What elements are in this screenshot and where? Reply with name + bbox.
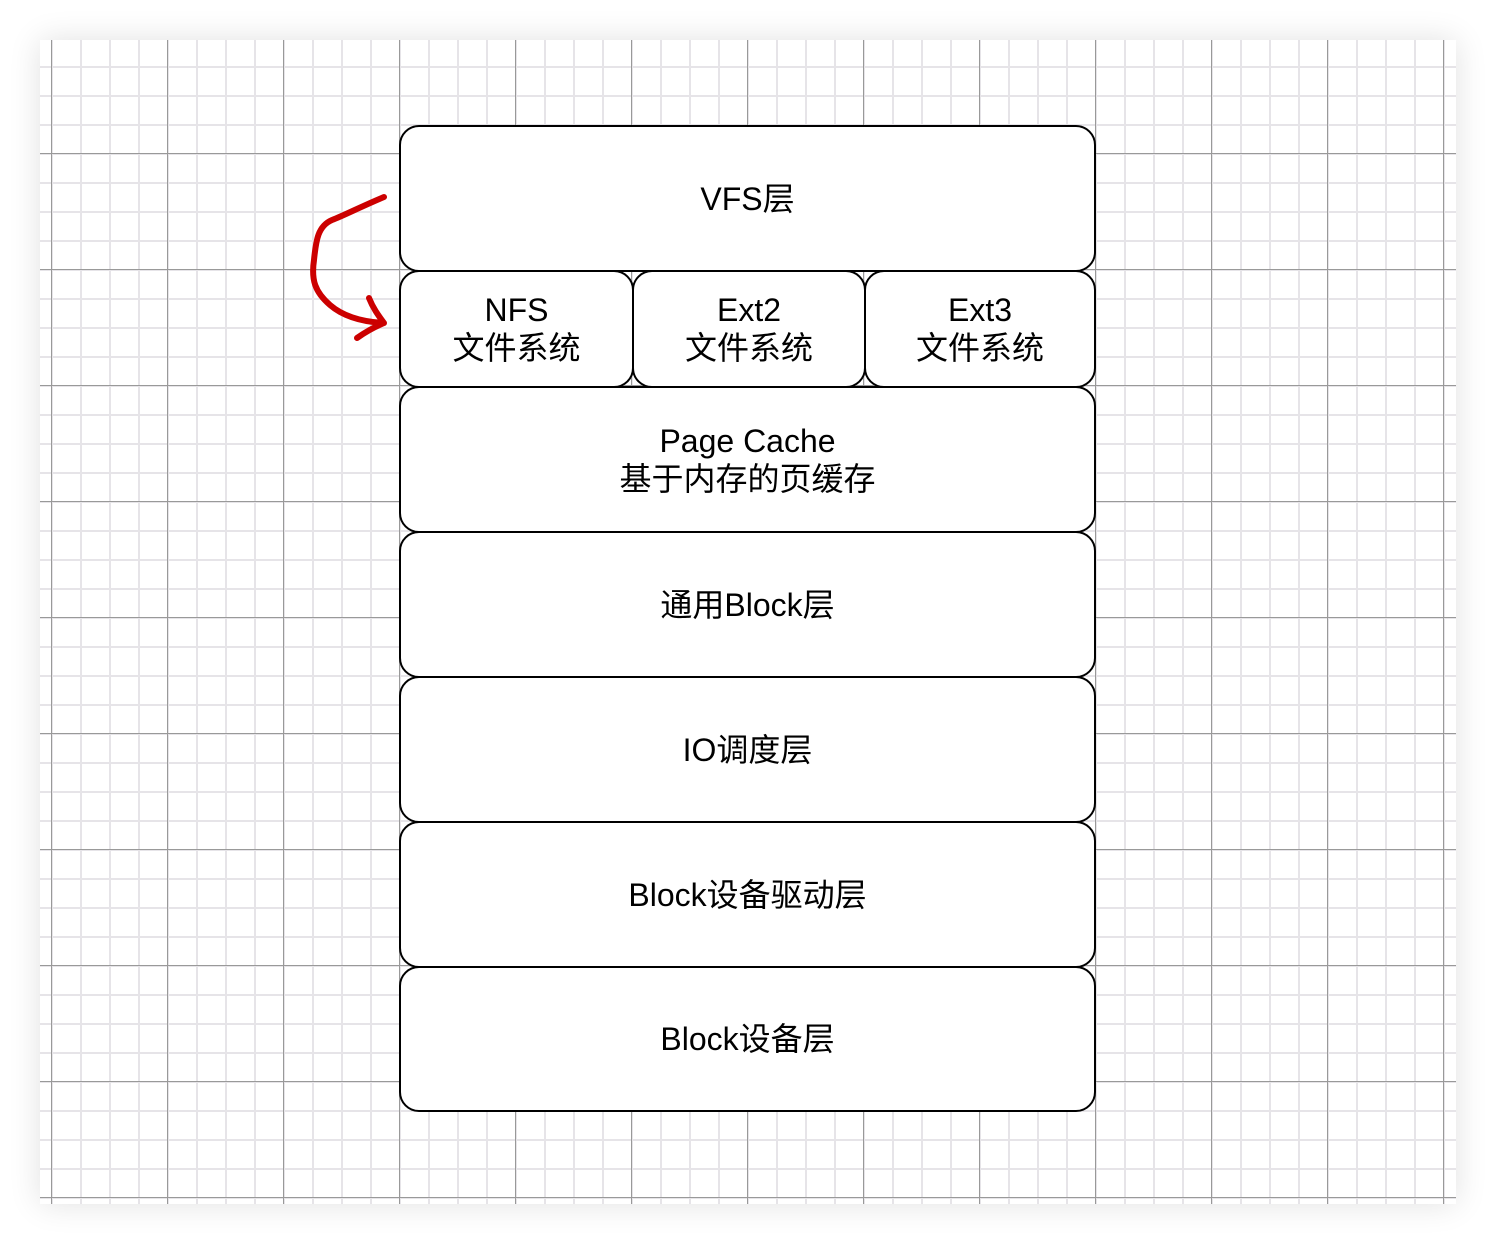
label: NFS <box>484 292 549 328</box>
label: Page Cache <box>659 422 836 459</box>
label: Ext2 <box>716 292 782 328</box>
label: 基于内存的页缓存 <box>619 460 876 497</box>
label: 文件系统 <box>915 330 1044 366</box>
label: 文件系统 <box>452 330 581 366</box>
label: 通用Block层 <box>660 586 835 623</box>
label: Block设备层 <box>660 1021 835 1057</box>
label: 文件系统 <box>684 330 813 366</box>
block-driver-layer[interactable]: Block设备驱动层 <box>399 821 1096 968</box>
block-device-layer[interactable]: Block设备层 <box>399 966 1096 1112</box>
io-scheduler-layer[interactable]: IO调度层 <box>399 676 1096 823</box>
label: VFS层 <box>700 180 795 217</box>
label: IO调度层 <box>682 731 813 768</box>
label: Block设备驱动层 <box>628 876 867 913</box>
vfs-layer[interactable]: VFS层 <box>399 125 1096 272</box>
label: Ext3 <box>947 292 1013 328</box>
curved-arrow-icon <box>310 194 387 341</box>
generic-block-layer[interactable]: 通用Block层 <box>399 531 1096 678</box>
